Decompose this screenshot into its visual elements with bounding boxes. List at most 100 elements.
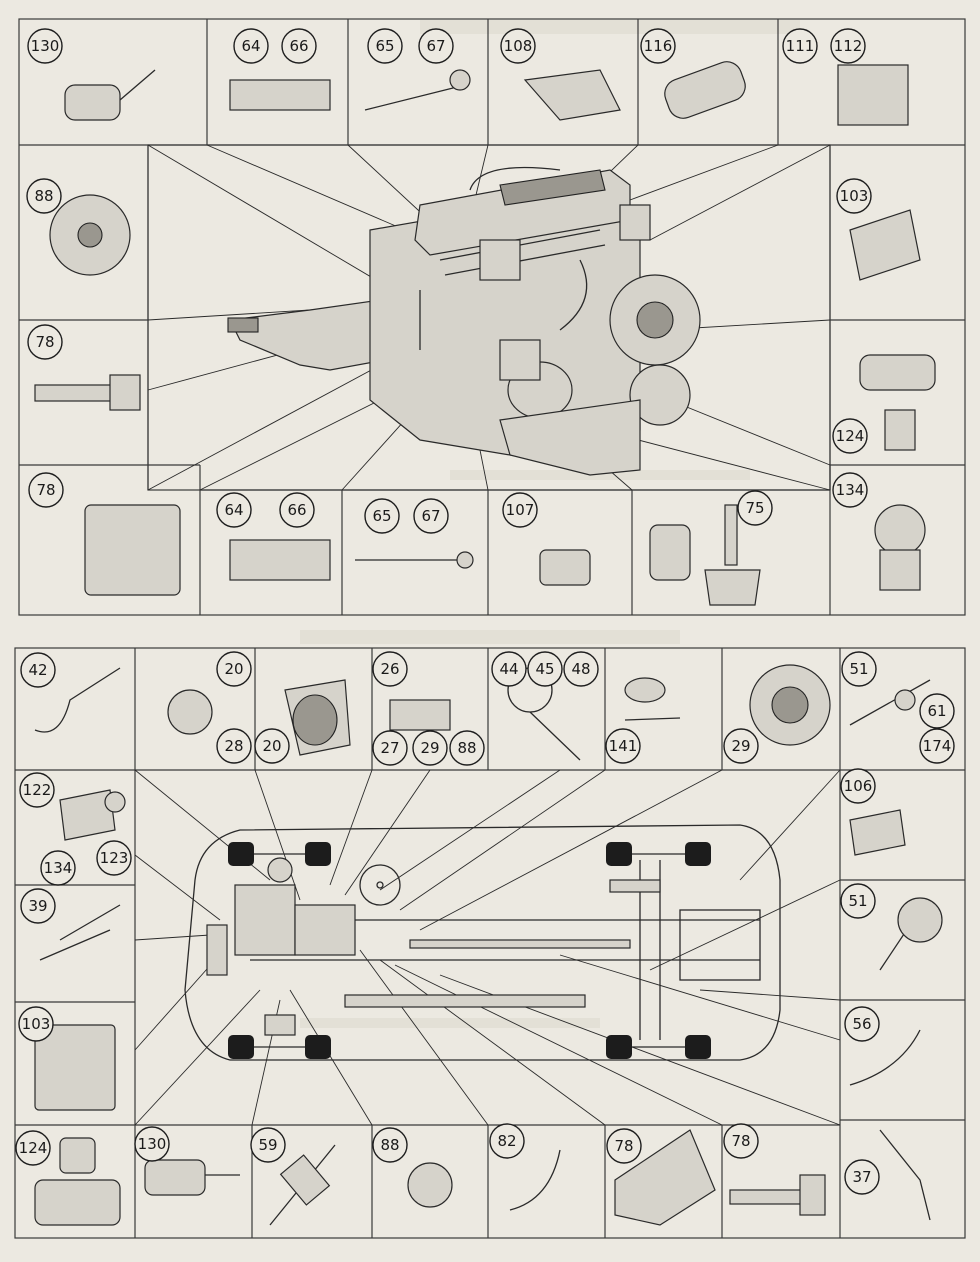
part-number-label: 64	[241, 37, 260, 55]
part-number-badge: 65	[364, 498, 400, 534]
part-number-badge: 51	[840, 883, 876, 919]
part-number-label: 48	[571, 660, 590, 678]
part-number-badge: 122	[19, 772, 55, 808]
part-number-label: 78	[36, 481, 55, 499]
chassis-drawing	[184, 824, 781, 1061]
badge-circle	[449, 730, 485, 766]
part-number-label: 103	[840, 187, 869, 205]
badge-circle	[254, 728, 290, 764]
part-number-label: 28	[224, 737, 243, 755]
part-number-label: 51	[848, 892, 867, 910]
part-number-badge: 44	[491, 651, 527, 687]
badge-circle	[372, 651, 408, 687]
part-number-badge: 64	[233, 28, 269, 64]
part-number-label: 130	[31, 37, 60, 55]
part-number-badge: 45	[527, 651, 563, 687]
badge-circle	[605, 728, 641, 764]
bottom-part-sketches	[34, 664, 943, 1226]
part-number-label: 56	[852, 1015, 871, 1033]
part-number-label: 82	[497, 1132, 516, 1150]
part-number-label: 78	[731, 1132, 750, 1150]
badge-circle	[640, 28, 676, 64]
part-number-label: 134	[836, 481, 865, 499]
part-number-badge: 107	[502, 492, 538, 528]
badge-circle	[782, 28, 818, 64]
part-number-label: 134	[44, 859, 73, 877]
badge-circle	[412, 730, 448, 766]
part-number-badge: 112	[830, 28, 866, 64]
bottom-section-grid	[14, 647, 966, 1239]
part-number-label: 45	[535, 660, 554, 678]
part-number-label: 88	[457, 739, 476, 757]
part-number-badge: 134	[832, 472, 868, 508]
part-number-label: 78	[35, 333, 54, 351]
badge-circle	[40, 850, 76, 886]
part-number-label: 112	[834, 37, 863, 55]
part-number-badge: 66	[279, 492, 315, 528]
part-number-badge: 51	[841, 651, 877, 687]
part-number-label: 20	[224, 660, 243, 678]
part-number-badge: 108	[500, 28, 536, 64]
part-number-label: 27	[380, 739, 399, 757]
badge-circle	[832, 472, 868, 508]
part-number-badge: 141	[605, 728, 641, 764]
part-number-label: 64	[224, 501, 243, 519]
badge-circle	[418, 28, 454, 64]
part-number-label: 75	[745, 499, 764, 517]
part-number-label: 42	[28, 661, 47, 679]
badge-circle	[96, 840, 132, 876]
part-number-label: 88	[380, 1136, 399, 1154]
badge-circle	[233, 28, 269, 64]
badge-circle	[279, 492, 315, 528]
badge-circle	[563, 651, 599, 687]
badge-circle	[830, 28, 866, 64]
badge-circle	[840, 768, 876, 804]
part-number-label: 106	[844, 777, 873, 795]
part-number-badge: 124	[832, 418, 868, 454]
part-number-label: 174	[923, 737, 952, 755]
part-number-label: 67	[426, 37, 445, 55]
part-number-label: 124	[836, 427, 865, 445]
badge-circle	[19, 772, 55, 808]
badge-circle	[919, 693, 955, 729]
part-number-badge: 88	[372, 1127, 408, 1163]
part-number-badge: 37	[844, 1159, 880, 1195]
badge-circle	[28, 472, 64, 508]
part-number-badge: 116	[640, 28, 676, 64]
badge-circle	[500, 28, 536, 64]
part-number-badge: 103	[18, 1006, 54, 1042]
part-number-label: 123	[100, 849, 129, 867]
badge-circle	[919, 728, 955, 764]
badge-circle	[840, 883, 876, 919]
badge-circle	[27, 28, 63, 64]
part-number-badge: 134	[40, 850, 76, 886]
part-number-badge: 65	[367, 28, 403, 64]
part-number-badge: 103	[836, 178, 872, 214]
part-number-badge: 124	[15, 1130, 51, 1166]
badge-circle	[18, 1006, 54, 1042]
part-number-badge: 111	[782, 28, 818, 64]
part-number-label: 51	[849, 660, 868, 678]
part-number-label: 65	[372, 507, 391, 525]
badge-circle	[527, 651, 563, 687]
badge-circle	[26, 178, 62, 214]
badge-circle	[216, 728, 252, 764]
badge-circle	[491, 651, 527, 687]
part-number-badge: 78	[28, 472, 64, 508]
badge-circle	[364, 498, 400, 534]
part-number-label: 103	[22, 1015, 51, 1033]
part-number-badge: 56	[844, 1006, 880, 1042]
part-number-label: 88	[34, 187, 53, 205]
part-number-label: 39	[28, 897, 47, 915]
badge-circle	[737, 490, 773, 526]
part-number-badge: 42	[20, 652, 56, 688]
part-number-badge: 64	[216, 492, 252, 528]
part-number-label: 26	[380, 660, 399, 678]
part-number-label: 66	[289, 37, 308, 55]
part-number-label: 66	[287, 501, 306, 519]
part-number-badge: 20	[254, 728, 290, 764]
badge-circle	[216, 651, 252, 687]
part-number-badge: 174	[919, 728, 955, 764]
part-number-badge: 26	[372, 651, 408, 687]
